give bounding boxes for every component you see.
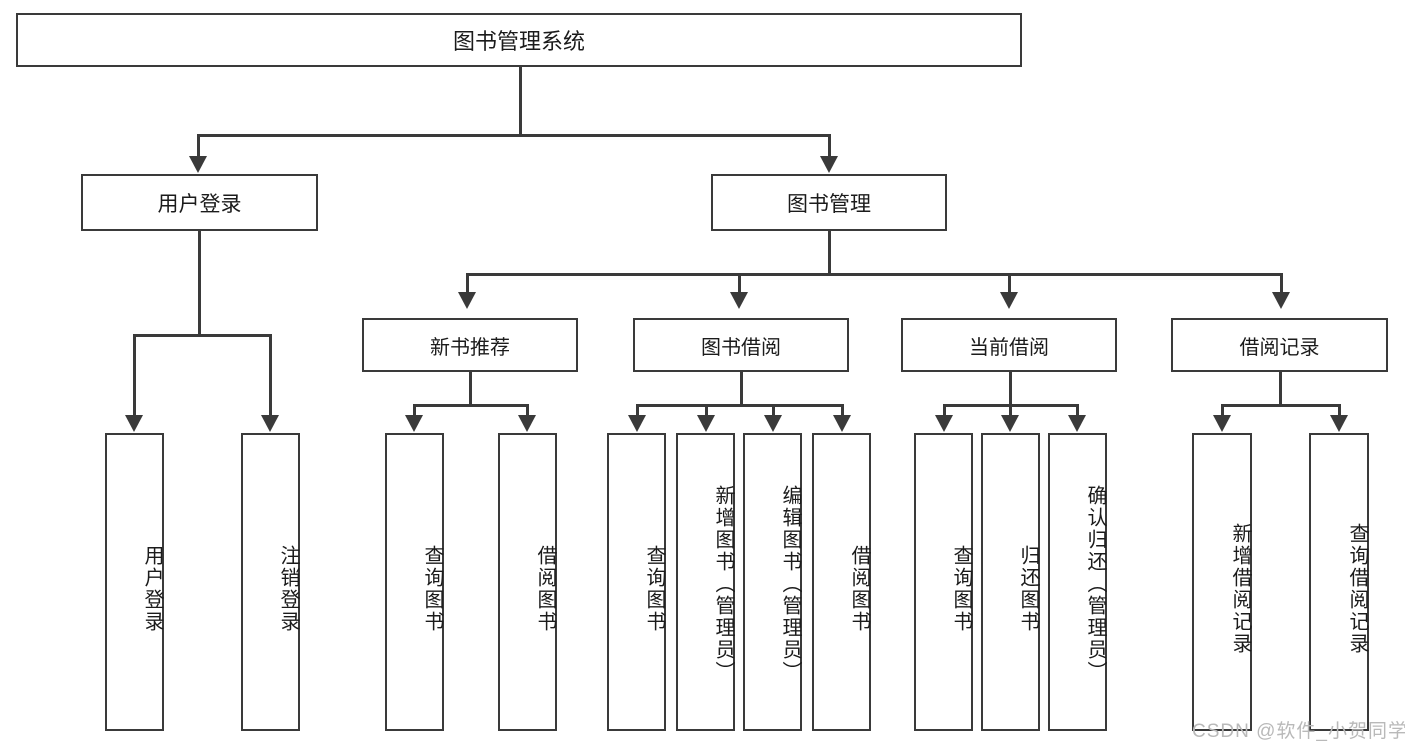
connector-br-1	[1221, 404, 1224, 418]
node-label: 借阅图书	[848, 545, 870, 633]
node-label: 借阅图书	[534, 545, 556, 633]
leaf-current-borrow-return-books[interactable]: 归还图书	[981, 433, 1040, 731]
node-book-borrow[interactable]: 图书借阅	[633, 318, 849, 372]
node-label: 归还图书	[1017, 545, 1039, 633]
arrowhead-root-to-book-management	[820, 156, 838, 173]
arrowhead-bb-leaf-4	[833, 415, 851, 432]
connector-root-bus	[197, 134, 831, 137]
leaf-borrow-record-query-record[interactable]: 查询借阅记录	[1309, 433, 1369, 731]
node-label: 用户登录	[141, 545, 163, 633]
node-label: 查询图书	[950, 545, 972, 633]
arrowhead-root-to-user-login	[189, 156, 207, 173]
connector-new-book-stem	[469, 372, 472, 406]
node-book-management[interactable]: 图书管理	[711, 174, 947, 231]
connector-cb-3	[1076, 404, 1079, 418]
node-label: 图书管理系统	[452, 29, 585, 54]
connector-borrow-record-bus	[1221, 404, 1340, 407]
arrowhead-br-leaf-1	[1213, 415, 1231, 432]
node-label: 编辑图书（管理员）	[779, 485, 801, 683]
connector-bb-1	[636, 404, 639, 418]
node-label: 查询借阅记录	[1346, 523, 1368, 655]
connector-bb-3	[772, 404, 775, 418]
node-label: 查询图书	[421, 545, 443, 633]
connector-user-login-left	[133, 334, 136, 418]
connector-new-book-bus	[413, 404, 529, 407]
leaf-book-borrow-add-book-admin[interactable]: 新增图书（管理员）	[676, 433, 735, 731]
node-label: 新增借阅记录	[1229, 523, 1251, 655]
connector-book-borrow-stem	[740, 372, 743, 406]
arrowhead-bm-to-book-borrow	[730, 292, 748, 309]
connector-book-management-bus	[466, 273, 1283, 276]
arrowhead-bm-to-new-book	[458, 292, 476, 309]
arrowhead-user-login-leaf-2	[261, 415, 279, 432]
leaf-book-borrow-borrow-books[interactable]: 借阅图书	[812, 433, 871, 731]
connector-bm-to-new-book	[466, 273, 469, 295]
connector-root-to-user-login	[197, 134, 200, 159]
connector-book-borrow-bus	[636, 404, 844, 407]
node-label: 新增图书（管理员）	[712, 485, 734, 683]
node-label: 新书推荐	[430, 336, 510, 359]
node-label: 当前借阅	[969, 336, 1049, 359]
node-label: 注销登录	[277, 545, 299, 633]
arrowhead-cb-leaf-3	[1068, 415, 1086, 432]
arrowhead-bm-to-borrow-record	[1272, 292, 1290, 309]
leaf-new-book-borrow-books[interactable]: 借阅图书	[498, 433, 557, 731]
leaf-new-book-query-books[interactable]: 查询图书	[385, 433, 444, 731]
connector-br-2	[1338, 404, 1341, 418]
connector-book-management-stem	[828, 231, 831, 276]
arrowhead-bb-leaf-3	[764, 415, 782, 432]
arrowhead-new-book-leaf-2	[518, 415, 536, 432]
arrowhead-user-login-leaf-1	[125, 415, 143, 432]
leaf-user-login-sign-out[interactable]: 注销登录	[241, 433, 300, 731]
node-new-book-recommend[interactable]: 新书推荐	[362, 318, 578, 372]
node-user-login[interactable]: 用户登录	[81, 174, 318, 231]
connector-new-book-right	[526, 404, 529, 418]
connector-root-stem	[519, 67, 522, 136]
node-label: 用户登录	[157, 192, 242, 216]
connector-bm-to-borrow-record	[1280, 273, 1283, 295]
node-label: 图书借阅	[701, 336, 781, 359]
connector-user-login-bus	[133, 334, 271, 337]
connector-root-to-book-management	[828, 134, 831, 159]
leaf-current-borrow-confirm-return-admin[interactable]: 确认归还（管理员）	[1048, 433, 1107, 731]
connector-user-login-right	[269, 334, 272, 418]
leaf-book-borrow-query-books[interactable]: 查询图书	[607, 433, 666, 731]
leaf-book-borrow-edit-book-admin[interactable]: 编辑图书（管理员）	[743, 433, 802, 731]
arrowhead-br-leaf-2	[1330, 415, 1348, 432]
arrowhead-bb-leaf-2	[697, 415, 715, 432]
connector-bm-to-book-borrow	[738, 273, 741, 295]
node-label: 借阅记录	[1239, 336, 1320, 359]
node-label: 查询图书	[643, 545, 665, 633]
arrowhead-cb-leaf-1	[935, 415, 953, 432]
leaf-user-login-sign-in[interactable]: 用户登录	[105, 433, 164, 731]
node-root-library-management-system[interactable]: 图书管理系统	[16, 13, 1022, 67]
node-borrow-record[interactable]: 借阅记录	[1171, 318, 1388, 372]
arrowhead-bm-to-current-borrow	[1000, 292, 1018, 309]
connector-bb-4	[841, 404, 844, 418]
arrowhead-new-book-leaf-1	[405, 415, 423, 432]
connector-current-borrow-stem	[1009, 372, 1012, 406]
arrowhead-bb-leaf-1	[628, 415, 646, 432]
leaf-borrow-record-add-record[interactable]: 新增借阅记录	[1192, 433, 1252, 731]
connector-bb-2	[705, 404, 708, 418]
connector-borrow-record-stem	[1279, 372, 1282, 406]
connector-new-book-left	[413, 404, 416, 418]
leaf-current-borrow-query-books[interactable]: 查询图书	[914, 433, 973, 731]
arrowhead-cb-leaf-2	[1001, 415, 1019, 432]
node-current-borrow[interactable]: 当前借阅	[901, 318, 1117, 372]
connector-cb-1	[943, 404, 946, 418]
connector-cb-2	[1009, 404, 1012, 418]
connector-bm-to-current-borrow	[1008, 273, 1011, 295]
node-label: 确认归还（管理员）	[1084, 485, 1106, 683]
node-label: 图书管理	[787, 192, 871, 216]
connector-user-login-stem	[198, 231, 201, 337]
